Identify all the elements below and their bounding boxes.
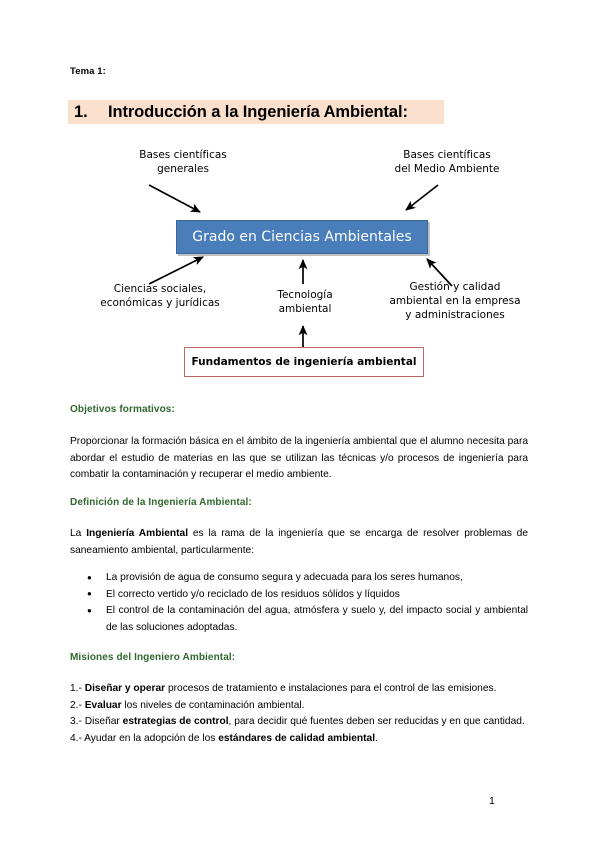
diagram-center-box: Grado en Ciencias Ambientales (176, 220, 428, 254)
section-heading-objetivos: Objetivos formativos: (70, 404, 175, 415)
diagram-label-line: Ciencias sociales, (113, 283, 207, 295)
diagram-label-bases-medio-ambiente: Bases científicas del Medio Ambiente (357, 148, 537, 176)
diagram-label-tecnologia-ambiental: Tecnología ambiental (255, 288, 355, 316)
diagram-label-line: económicas y jurídicas (100, 297, 220, 309)
diagram-label-gestion-calidad: Gestión y calidad ambiental en la empres… (370, 280, 540, 322)
list-item: El correcto vertido y/o reciclado de los… (70, 586, 528, 604)
page-title-number: 1. (74, 102, 88, 121)
diagram-label-line: Bases científicas (403, 149, 491, 161)
diagram-label-line: Tecnología (277, 289, 333, 301)
mision-number: 3.- Diseñar (70, 716, 123, 727)
list-item: 4.- Ayudar en la adopción de los estánda… (70, 731, 528, 748)
definicion-suffix: es la rama de la ingeniería que se encar… (70, 528, 528, 556)
diagram-label-line: ambiental (278, 303, 332, 315)
diagram-label-bases-generales: Bases científicas generales (103, 148, 263, 176)
mision-bold-term: estándares de calidad ambiental (218, 732, 376, 744)
diagram-label-line: Gestión y calidad (409, 281, 501, 293)
definicion-prefix: La (70, 528, 87, 539)
tema-label: Tema 1: (70, 66, 106, 77)
arrow-bottom-right (426, 258, 453, 287)
arrow-top-right (405, 184, 439, 211)
mision-bold-term: estrategias de control (122, 716, 229, 727)
arrow-bottom-left (148, 256, 204, 285)
list-item: 2.- Evaluar los niveles de contaminación… (70, 698, 528, 715)
mision-rest: . (375, 732, 378, 744)
paragraph-definicion: La Ingeniería Ambiental es la rama de la… (70, 526, 528, 559)
section-heading-misiones: Misiones del Ingeniero Ambiental: (70, 652, 236, 663)
diagram-arrows (148, 184, 453, 347)
list-item: 1.- Diseñar y operar procesos de tratami… (70, 681, 528, 698)
arrow-top-left (148, 184, 201, 213)
diagram-label-ciencias-sociales: Ciencias sociales, económicas y jurídica… (70, 282, 250, 310)
mision-number: 1.- (70, 683, 85, 694)
page-title: 1. Introducción a la Ingeniería Ambienta… (68, 100, 444, 124)
mision-bold-term: Diseñar y operar (84, 683, 166, 694)
mision-bold-term: Evaluar (84, 699, 122, 711)
diagram-label-line: del Medio Ambiente (394, 163, 500, 175)
concept-diagram: Bases científicas generales Bases cientí… (0, 140, 600, 390)
diagram-center-box-label: Grado en Ciencias Ambientales (192, 229, 412, 245)
page-title-text: Introducción a la Ingeniería Ambiental: (108, 102, 408, 121)
diagram-foundation-box-label: Fundamentos de ingeniería ambiental (191, 356, 417, 368)
diagram-label-line: Bases científicas (139, 149, 227, 161)
list-item: El control de la contaminación del agua,… (70, 603, 528, 636)
diagram-foundation-box: Fundamentos de ingeniería ambiental (184, 347, 424, 377)
list-item: 3.- Diseñar estrategias de control, para… (70, 714, 528, 731)
definicion-bold-term: Ingeniería Ambiental (86, 528, 189, 539)
diagram-label-line: y administraciones (405, 309, 505, 321)
page-number: 1 (489, 795, 495, 807)
mision-number: 4.- Ayudar en la adopción de los (70, 732, 219, 744)
mision-rest: procesos de tratamiento e instalaciones … (165, 683, 497, 694)
diagram-label-line: ambiental en la empresa (389, 295, 521, 307)
paragraph-objetivos: Proporcionar la formación básica en el á… (70, 436, 528, 480)
mision-rest: , para decidir qué fuentes deben ser red… (228, 716, 525, 727)
list-item: La provisión de agua de consumo segura y… (70, 570, 528, 587)
diagram-label-line: generales (157, 163, 209, 175)
mision-rest: los niveles de contaminación ambiental. (121, 699, 305, 711)
mision-number: 2.- (70, 699, 85, 711)
section-heading-definicion: Definición de la Ingeniería Ambiental: (70, 497, 252, 508)
misiones-list: 1.- Diseñar y operar procesos de tratami… (70, 681, 528, 747)
definicion-bullet-list: La provisión de agua de consumo segura y… (70, 570, 528, 636)
